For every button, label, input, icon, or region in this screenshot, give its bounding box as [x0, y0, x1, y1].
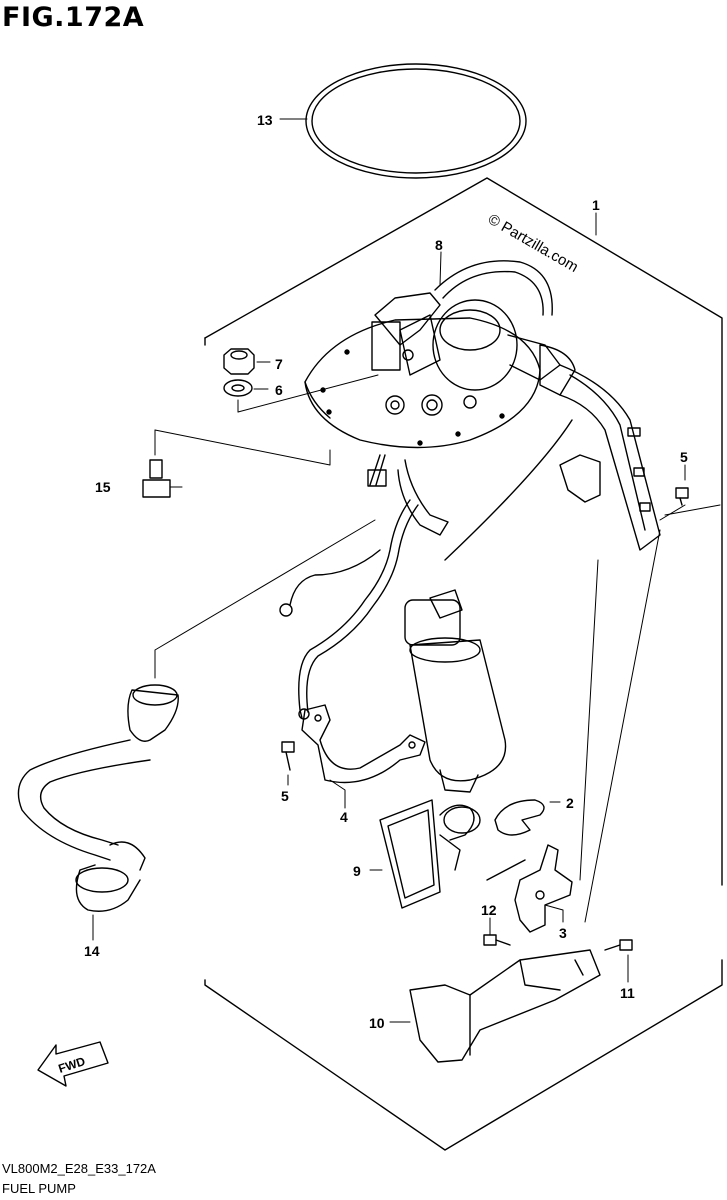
fwd-arrow-icon	[37, 1041, 109, 1087]
callout-5-lower: 5	[281, 788, 289, 804]
callout-14: 14	[84, 943, 100, 959]
figure-title: FIG.172A	[2, 2, 145, 33]
watermark: © Partzilla.com	[485, 211, 581, 276]
diagram-name: FUEL PUMP	[2, 1181, 76, 1196]
pump-cushion[interactable]	[494, 799, 545, 836]
callout-8: 8	[435, 237, 443, 253]
pump-clamp-band[interactable]	[301, 704, 426, 784]
callout-7: 7	[275, 356, 283, 372]
fuel-regulator[interactable]	[371, 292, 576, 416]
callout-1: 1	[592, 197, 600, 213]
callout-12: 12	[481, 902, 497, 918]
callout-13: 13	[257, 112, 273, 128]
washer[interactable]	[223, 379, 253, 397]
callout-5-upper: 5	[680, 449, 688, 465]
pump-flange-plate[interactable]	[304, 317, 541, 449]
screw-bracket[interactable]	[483, 934, 511, 946]
fuel-outlet-hose[interactable]	[17, 684, 179, 912]
callout-11: 11	[620, 985, 635, 1001]
pump-bracket[interactable]	[486, 844, 573, 933]
flange-bolt[interactable]	[142, 459, 171, 498]
callout-6: 6	[275, 382, 283, 398]
fuel-filter[interactable]	[379, 799, 481, 909]
callout-15: 15	[95, 479, 111, 495]
fwd-label: FWD	[57, 1054, 88, 1076]
callout-4: 4	[340, 809, 348, 825]
callout-10: 10	[369, 1015, 385, 1031]
leader-lines	[92, 118, 721, 1023]
callout-9: 9	[353, 863, 361, 879]
diagram-code: VL800M2_E28_E33_172A	[2, 1161, 156, 1176]
screw-lower[interactable]	[281, 741, 295, 771]
screw-upper[interactable]	[675, 487, 689, 506]
pump-cover-plate[interactable]	[409, 949, 601, 1063]
callout-3: 3	[559, 925, 567, 941]
pump-wiring[interactable]	[279, 454, 449, 720]
pump-bracket-arm[interactable]	[444, 364, 661, 561]
o-ring[interactable]	[305, 63, 527, 179]
fuel-hose-loop[interactable]	[434, 260, 553, 316]
fuel-pump-motor[interactable]	[404, 589, 507, 793]
screw-plate[interactable]	[604, 939, 633, 951]
nut[interactable]	[223, 348, 255, 375]
assembly-outline	[204, 177, 723, 1151]
callout-2: 2	[566, 795, 574, 811]
